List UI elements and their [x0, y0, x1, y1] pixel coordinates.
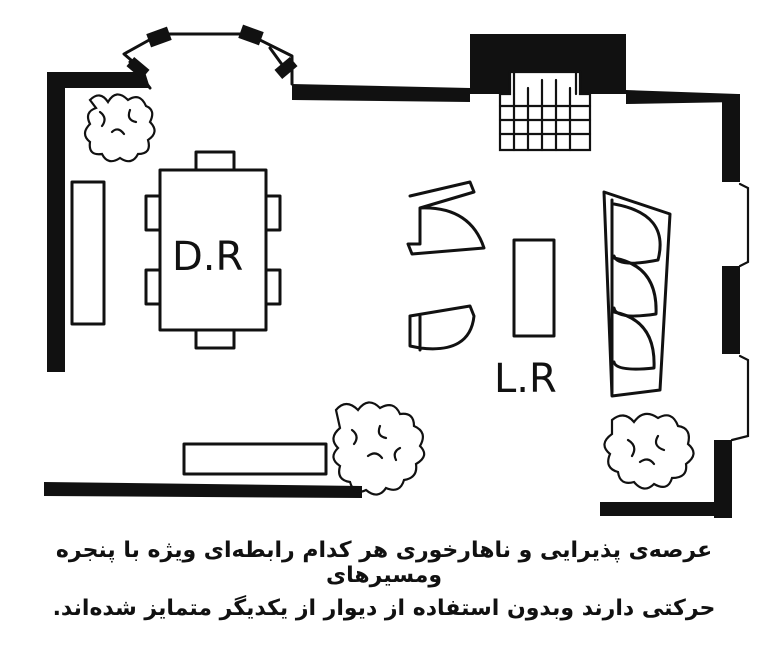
dining-chair: [264, 194, 282, 232]
armchairs: [406, 180, 486, 352]
caption-line-2: حرکتی دارند وبدون استفاده از دیوار از یک…: [52, 596, 716, 621]
bottom-left-wall: [44, 482, 362, 498]
right-middle-wall: [722, 266, 740, 354]
dining-room-label: D.R: [172, 234, 243, 280]
top-middle-wall: [292, 84, 470, 102]
floor-plan-drawing: D.R L.R: [44, 24, 750, 518]
living-room-label: L.R: [494, 356, 557, 402]
bottom-right-wall: [600, 502, 732, 516]
walls: [44, 34, 740, 518]
armchair-lower: [408, 304, 476, 352]
right-lower-wall: [714, 440, 732, 518]
armchair-upper: [406, 180, 486, 256]
coffee-table: [512, 238, 556, 338]
sofa: [602, 190, 672, 398]
bay-window: [122, 24, 298, 90]
sideboard: [70, 180, 106, 326]
dining-chair: [194, 328, 236, 350]
bench: [182, 442, 328, 476]
top-left-wall: [47, 72, 150, 90]
left-wall: [47, 72, 65, 372]
dining-chair: [194, 150, 236, 172]
dining-chair: [144, 194, 162, 232]
right-upper-wall: [722, 94, 740, 182]
dining-chair: [264, 268, 282, 306]
right-windows: [730, 182, 750, 442]
fireplace-hearth: [498, 70, 592, 152]
plant-top-left: [83, 93, 156, 163]
plant-bottom-center: [332, 401, 426, 496]
dining-table-group: [144, 150, 282, 350]
plant-bottom-right: [603, 412, 695, 490]
caption-line-1: عرصه‌ی پذیرایی و ناهارخوری هر کدام رابطه…: [55, 538, 713, 588]
top-right-wall: [626, 90, 738, 104]
dining-chair: [144, 268, 162, 306]
